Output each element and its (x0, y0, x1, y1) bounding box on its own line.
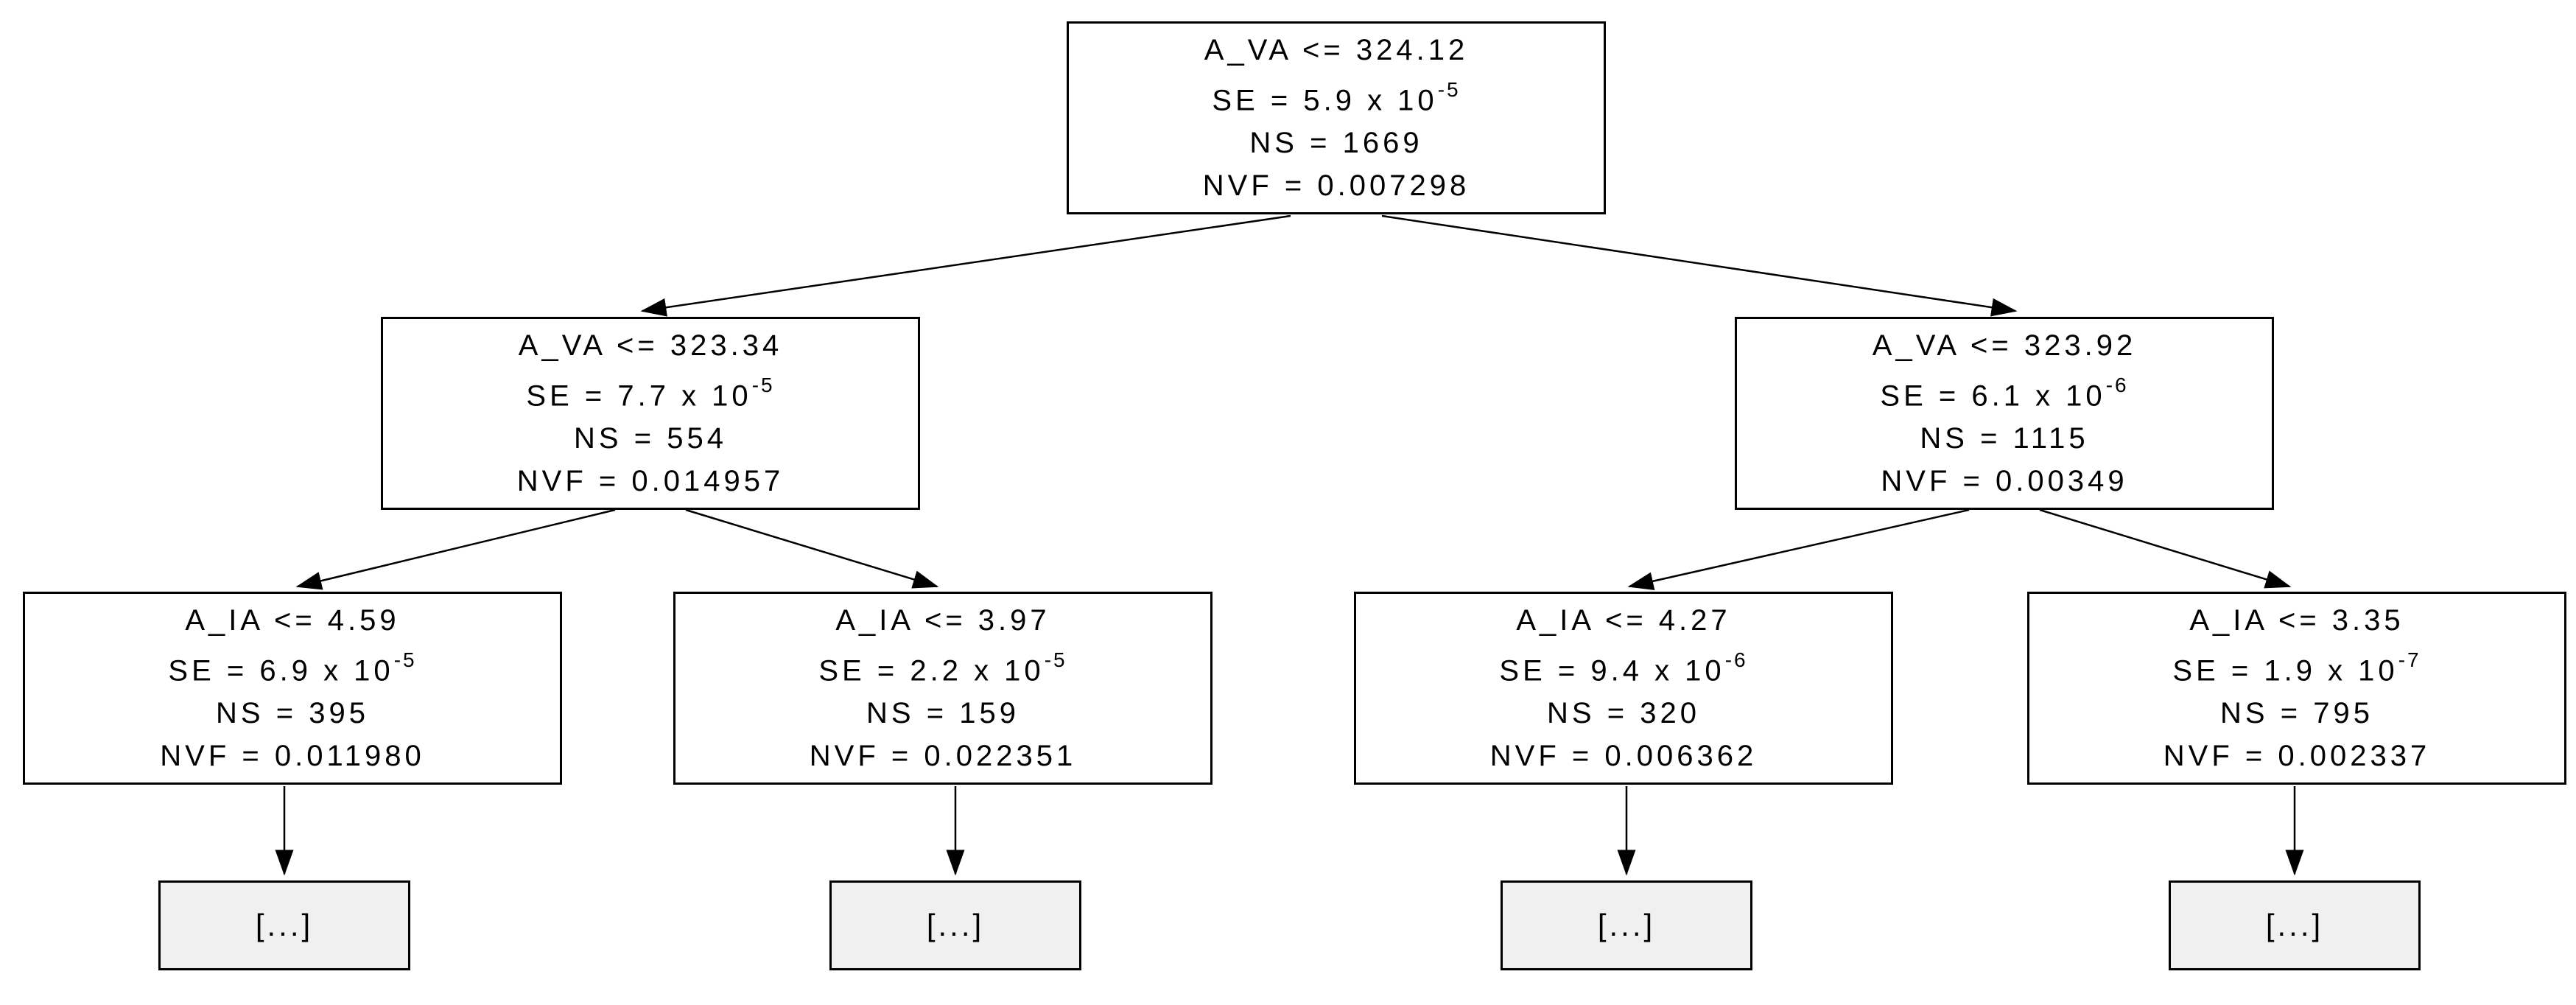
edge-root-to-left (640, 214, 1291, 317)
edge-left-to-leftright (685, 508, 939, 589)
edge-right-to-rightleft (1627, 508, 1970, 591)
node-ns: NS = 1669 (1249, 127, 1423, 160)
node-condition: A_VA <= 323.34 (518, 329, 783, 362)
tree-leaf-2: [...] (829, 880, 1081, 970)
node-ns: NS = 554 (574, 422, 727, 455)
se-exponent: -5 (393, 648, 417, 671)
node-se: SE = 1.9 x 10-7 (2172, 648, 2421, 687)
node-nvf: NVF = 0.006362 (1489, 740, 1758, 773)
node-nvf: NVF = 0.011980 (160, 740, 425, 773)
tree-node-right: A_VA <= 323.92 SE = 6.1 x 10-6 NS = 1115… (1735, 317, 2274, 510)
edge-right-to-rightright (2039, 508, 2292, 589)
node-ns: NS = 159 (866, 697, 1019, 730)
node-condition: A_IA <= 3.35 (2189, 603, 2404, 637)
se-exponent: -6 (2105, 373, 2129, 396)
tree-node-root: A_VA <= 324.12 SE = 5.9 x 10-5 NS = 1669… (1067, 21, 1606, 214)
node-nvf: NVF = 0.00349 (1881, 465, 2128, 498)
node-se: SE = 2.2 x 10-5 (818, 648, 1067, 687)
tree-node-left-left: A_IA <= 4.59 SE = 6.9 x 10-5 NS = 395 NV… (23, 592, 562, 785)
tree-leaf-1: [...] (158, 880, 410, 970)
node-nvf: NVF = 0.002337 (2163, 740, 2431, 773)
node-ns: NS = 795 (2220, 697, 2373, 730)
tree-leaf-3: [...] (1501, 880, 1752, 970)
node-se: SE = 9.4 x 10-6 (1499, 648, 1748, 687)
node-nvf: NVF = 0.014957 (516, 465, 785, 498)
se-exponent: -7 (2398, 648, 2421, 671)
edge-left-to-leftleft (295, 508, 616, 590)
node-se: SE = 7.7 x 10-5 (526, 373, 775, 413)
tree-node-left-right: A_IA <= 3.97 SE = 2.2 x 10-5 NS = 159 NV… (673, 592, 1212, 785)
node-ns: NS = 395 (216, 697, 369, 730)
tree-node-left: A_VA <= 323.34 SE = 7.7 x 10-5 NS = 554 … (381, 317, 920, 510)
se-exponent: -6 (1724, 648, 1748, 671)
tree-node-right-right: A_IA <= 3.35 SE = 1.9 x 10-7 NS = 795 NV… (2027, 592, 2566, 785)
node-condition: A_IA <= 4.59 (185, 603, 400, 637)
node-condition: A_VA <= 323.92 (1872, 329, 2137, 362)
node-ns: NS = 1115 (1920, 422, 2089, 455)
node-condition: A_IA <= 4.27 (1516, 603, 1731, 637)
se-exponent: -5 (751, 373, 775, 396)
edge-root-to-right (1381, 214, 2018, 317)
node-se: SE = 5.9 x 10-5 (1212, 77, 1461, 117)
se-exponent: -5 (1437, 77, 1461, 101)
se-exponent: -5 (1044, 648, 1067, 671)
node-ns: NS = 320 (1547, 697, 1700, 730)
node-nvf: NVF = 0.007298 (1202, 169, 1470, 203)
tree-leaf-4: [...] (2169, 880, 2421, 970)
node-nvf: NVF = 0.022351 (809, 740, 1077, 773)
tree-node-right-left: A_IA <= 4.27 SE = 9.4 x 10-6 NS = 320 NV… (1354, 592, 1893, 785)
node-condition: A_IA <= 3.97 (835, 603, 1050, 637)
node-condition: A_VA <= 324.12 (1204, 33, 1469, 66)
node-se: SE = 6.9 x 10-5 (168, 648, 417, 687)
node-se: SE = 6.1 x 10-6 (1880, 373, 2129, 413)
